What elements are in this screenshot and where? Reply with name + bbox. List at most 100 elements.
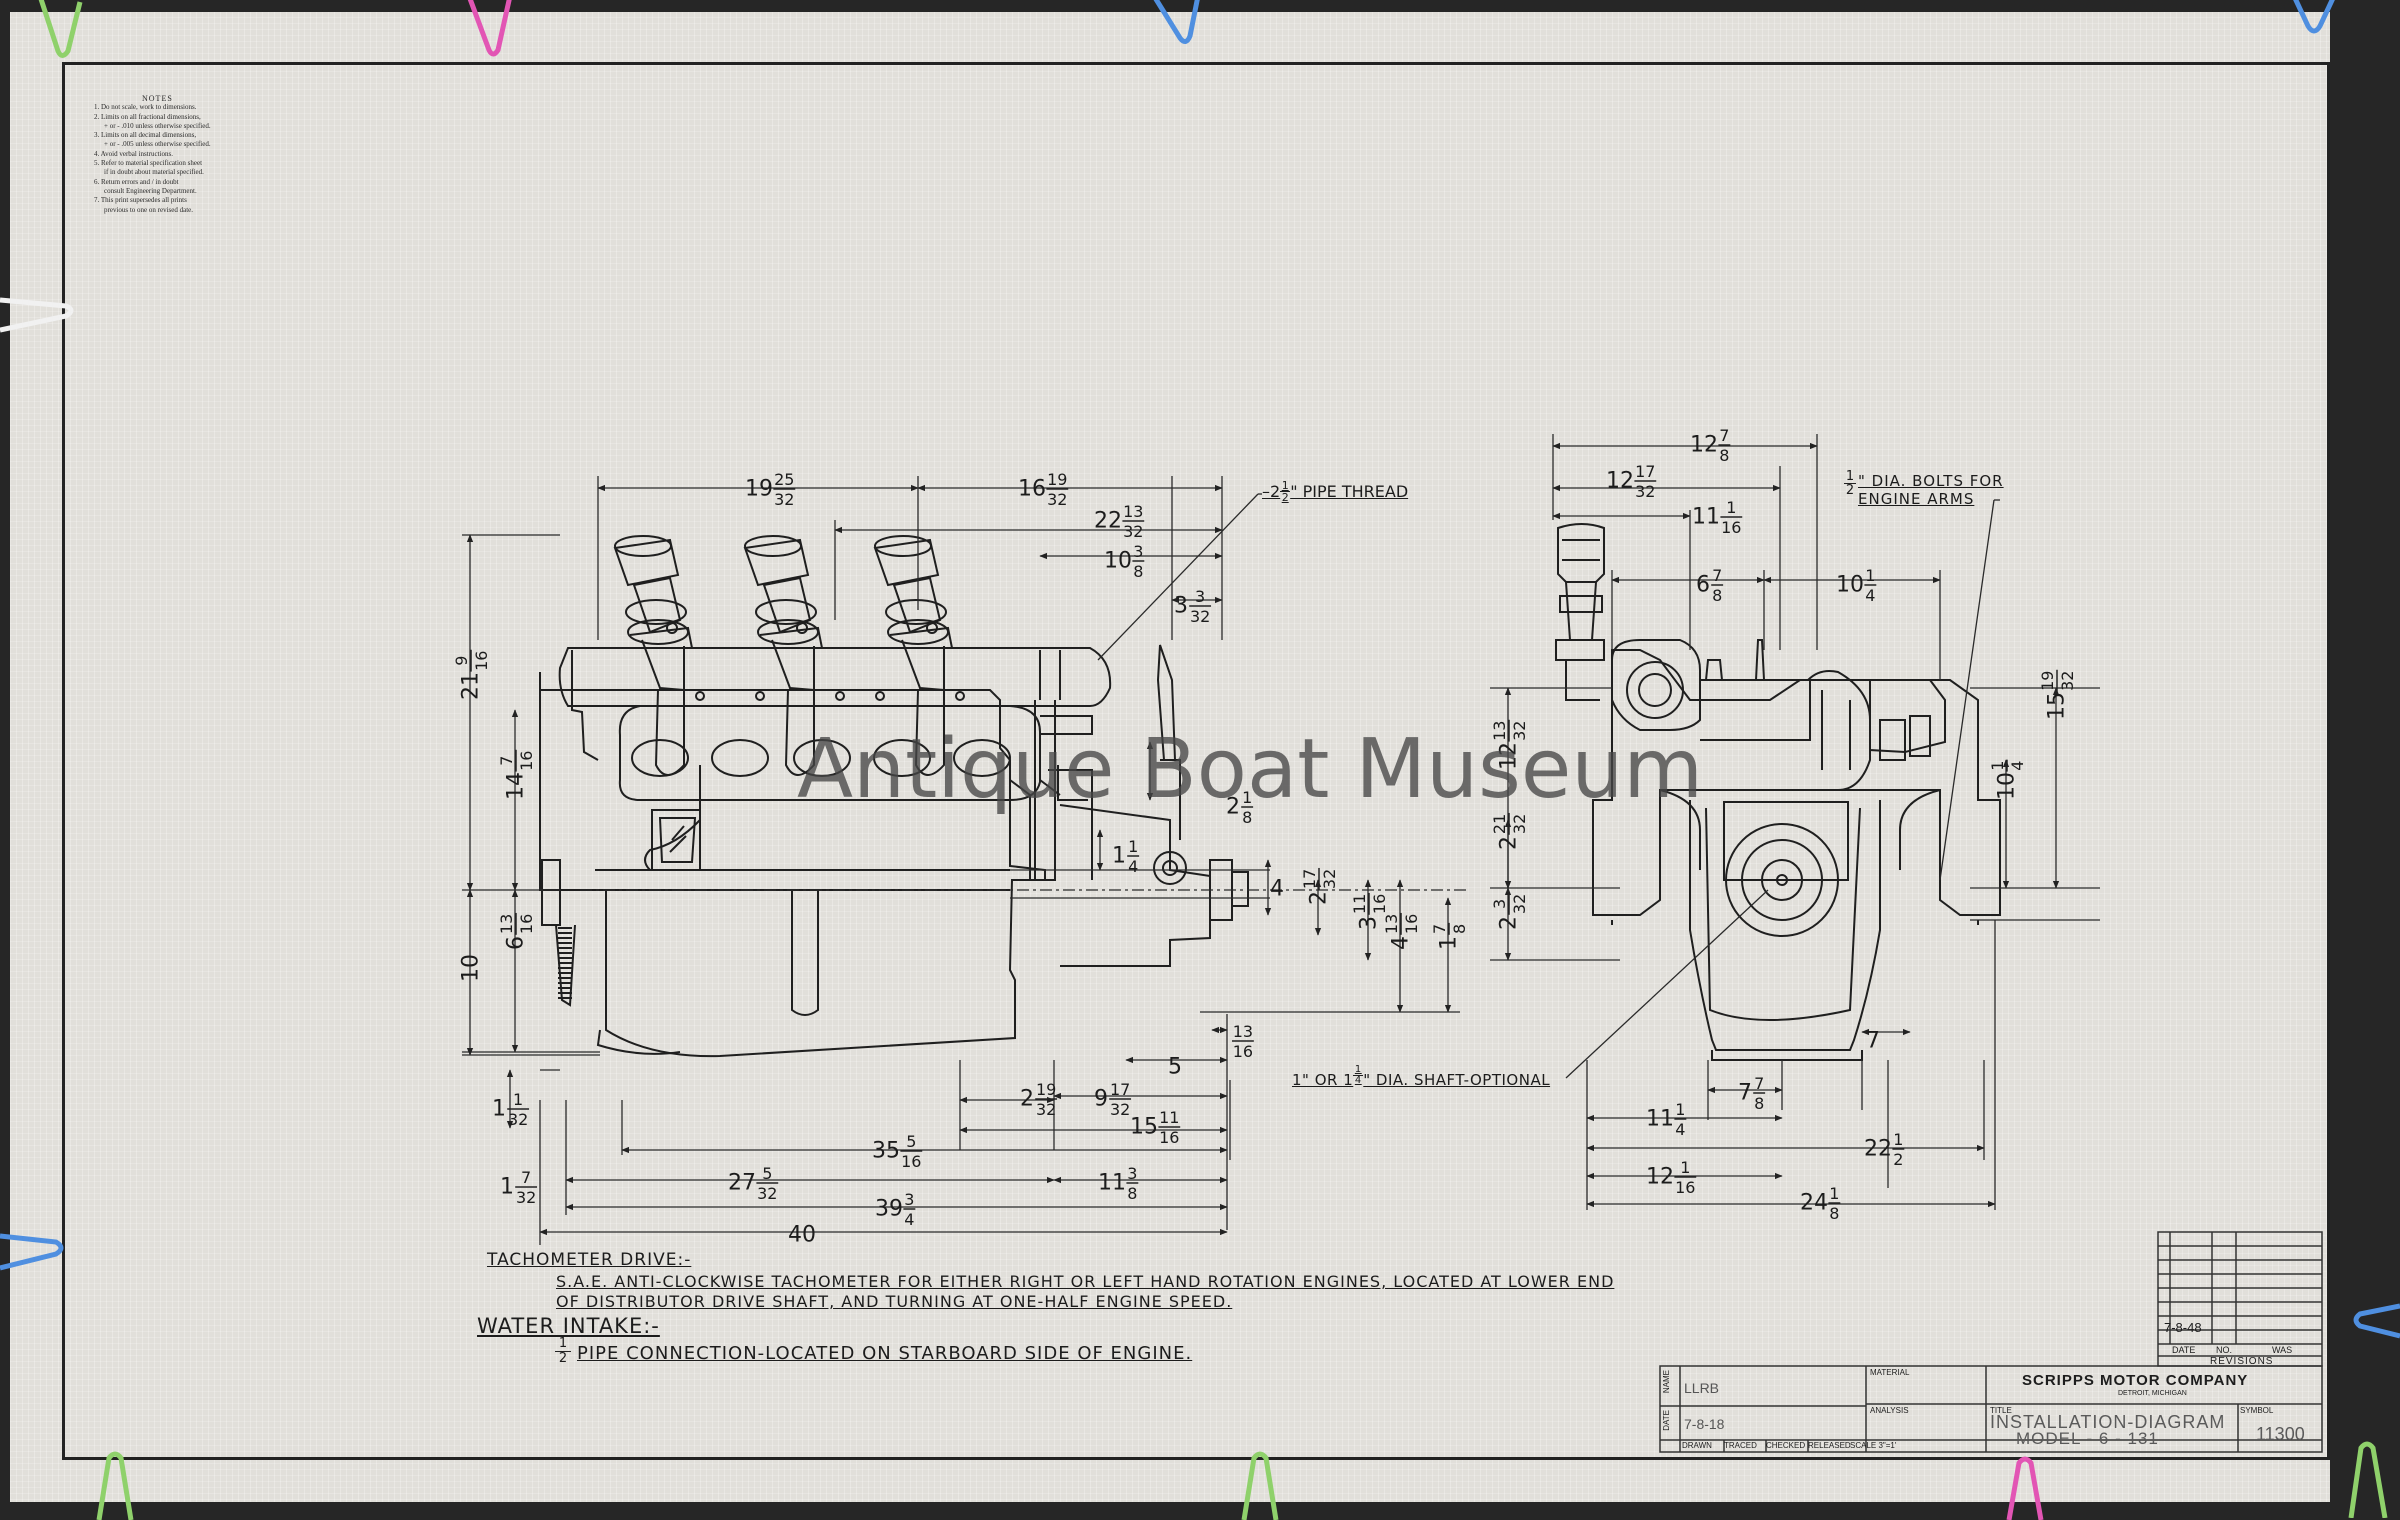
exhaust-port: [953, 739, 1011, 777]
dim-num: 5: [762, 1164, 772, 1183]
note-item: 2. Limits on all fractional dimensions,: [94, 112, 201, 121]
dim-num: 1: [1893, 1130, 1903, 1149]
green-paper-clip-bottom-right: [2348, 1441, 2388, 1518]
dim-num: 1: [1865, 566, 1875, 585]
riser-pipe: [784, 689, 815, 776]
oil-pan-bottom-front: [1711, 1050, 1863, 1061]
dim-whole: 4: [1270, 877, 1284, 902]
dim-den: 4: [2008, 761, 2027, 771]
dim-num: 7: [1754, 1074, 1764, 1093]
crank-center: [1776, 874, 1788, 886]
dim-whole: 19: [745, 477, 773, 502]
dim-whole: 10: [1836, 573, 1864, 598]
crankcase-inner: [1705, 807, 1861, 1021]
pink-paper-clip-left: [467, 0, 512, 57]
dim-num: 1: [1242, 788, 1252, 807]
dim-den: 8: [1712, 586, 1722, 605]
dim-num: 11: [1350, 894, 1369, 914]
dim-num: 1: [1680, 1158, 1690, 1177]
role-label: CHECKED: [1766, 1441, 1806, 1450]
water-line: PIPE CONNECTION-LOCATED ON STARBOARD SID…: [577, 1343, 1193, 1364]
role-label: RELEASED: [1808, 1441, 1851, 1450]
manifold-port-inner: [1638, 673, 1672, 707]
front-air-cleaner: [1557, 523, 1605, 583]
shaft-note-den: 4: [1354, 1074, 1362, 1086]
green-paper-clip: [38, 0, 83, 58]
dimension-label: 4: [1270, 877, 1284, 902]
bolts-fraction-den: 2: [1845, 483, 1855, 498]
dim-den: 8: [1829, 1204, 1839, 1223]
carb-pipe: [1565, 660, 1600, 701]
carburetor-throttle: [889, 626, 953, 649]
water-fraction-num: 1: [555, 1337, 571, 1352]
carburetor-bowl: [755, 599, 817, 625]
dim-den: 32: [757, 1184, 777, 1203]
dim-den: 32: [1123, 522, 1143, 541]
front-arms: [1659, 789, 1941, 870]
carburetor-throat: [641, 639, 685, 692]
dim-whole: 12: [1497, 742, 1522, 770]
dimension-label: 5: [1168, 1055, 1182, 1080]
title-line-1: INSTALLATION-DIAGRAM: [1990, 1412, 2226, 1432]
dim-den: 32: [1036, 1100, 1056, 1119]
dim-den: 32: [508, 1110, 528, 1129]
dim-num: 1: [1829, 1184, 1839, 1203]
revision-col-no: NO.: [2216, 1345, 2233, 1355]
dim-whole: 22: [1094, 509, 1122, 534]
dim-den: 32: [2058, 671, 2077, 691]
bolts-fraction-num: 1: [1844, 469, 1856, 484]
dim-num: 1: [1726, 498, 1736, 517]
dim-den: 32: [1190, 607, 1210, 626]
dim-num: 7: [521, 1168, 531, 1187]
air-cleaner-ribs: [1562, 539, 1600, 561]
dim-num: 3: [1490, 899, 1509, 909]
dim-whole: 22: [1864, 1137, 1892, 1162]
dim-whole: 3: [1357, 916, 1382, 930]
dim-num: 17: [1110, 1080, 1130, 1099]
dim-num: 3: [904, 1190, 914, 1209]
pipe-thread-prefix: 2: [1270, 482, 1281, 501]
drawing-border: [62, 62, 2330, 1460]
exhaust-port: [711, 739, 769, 777]
dim-den: 8: [1754, 1094, 1764, 1113]
flywheel-inner: [1741, 839, 1823, 921]
dim-den: 8: [1719, 446, 1729, 465]
dimension-label: 40: [788, 1223, 816, 1248]
carburetor-throttle: [629, 626, 693, 649]
dim-num: 9: [452, 656, 471, 666]
company-name: SCRIPPS MOTOR COMPANY: [2022, 1372, 2249, 1389]
dim-den: 32: [1510, 814, 1529, 834]
flywheel-housing-box: [1723, 801, 1849, 881]
dim-whole: 6: [1696, 573, 1710, 598]
water-heading: WATER INTAKE:-: [477, 1314, 660, 1338]
dim-den: 32: [1635, 482, 1655, 501]
dim-whole: 6: [504, 936, 529, 950]
note-item: + or - .005 unless otherwise specified.: [104, 140, 211, 149]
dim-whole: 40: [788, 1223, 816, 1248]
dim-den: 32: [1047, 490, 1067, 509]
pipe-thread-text: " PIPE THREAD: [1290, 482, 1409, 501]
carburetor-bowl: [625, 599, 687, 625]
blue-paper-clip-top-right: [2293, 0, 2335, 34]
dim-den: 16: [1675, 1178, 1695, 1197]
dim-whole: 16: [1018, 477, 1046, 502]
dim-num: 25: [774, 470, 794, 489]
analysis-label: ANALYSIS: [1870, 1406, 1909, 1415]
shaft-end: [1232, 871, 1249, 907]
dim-whole: 2: [1307, 891, 1332, 905]
note-item: previous to one on revised date.: [104, 205, 194, 214]
riser-pipe: [914, 689, 945, 776]
